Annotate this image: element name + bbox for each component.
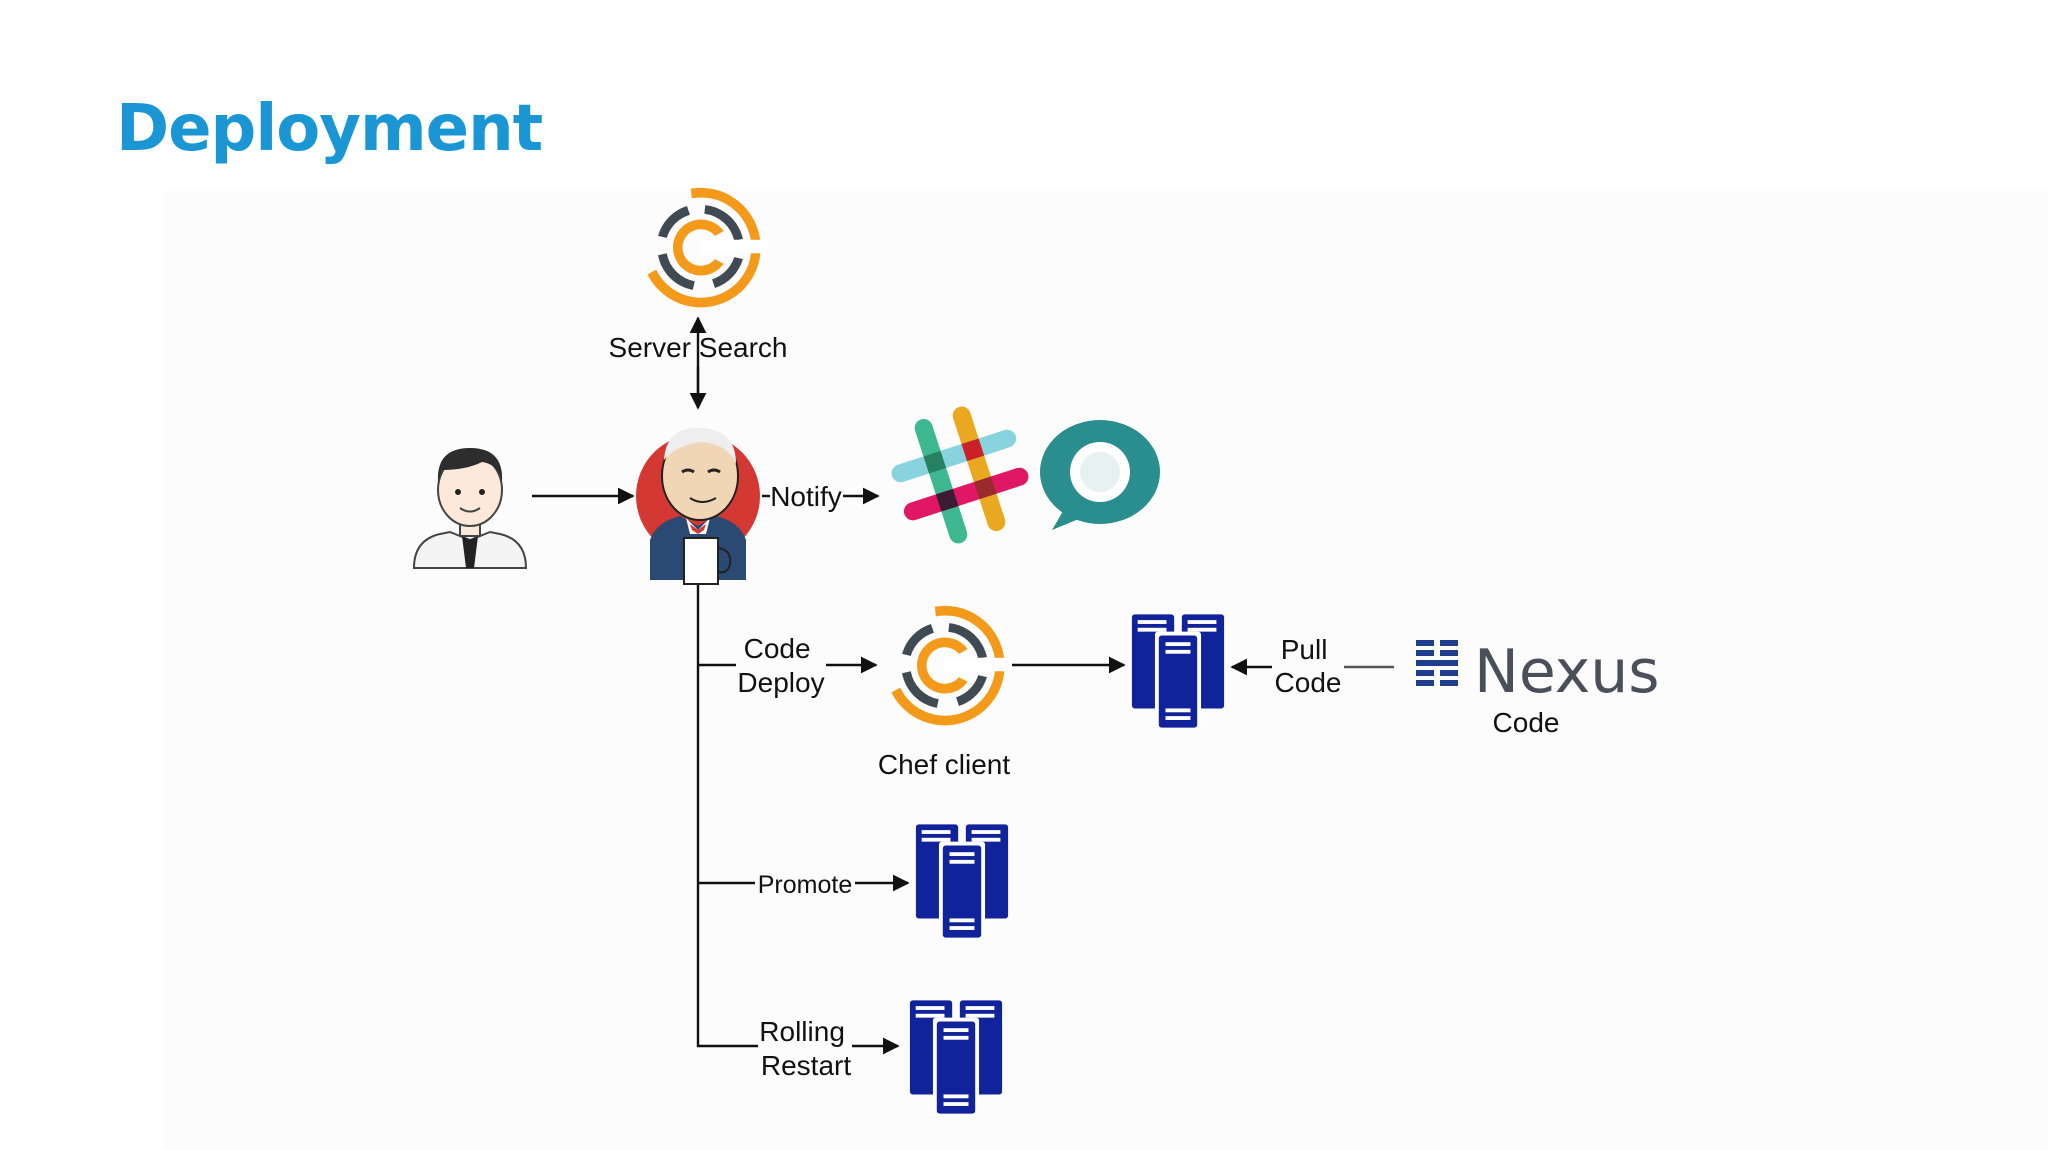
chef-logo-icon (647, 187, 768, 308)
chef-logo-icon (891, 605, 1012, 726)
chef-client-node: Chef client (878, 605, 1012, 780)
notify-label: Notify (770, 481, 842, 512)
server-search-label: Server Search (609, 332, 788, 363)
nexus-code-label: Code (1493, 707, 1560, 738)
server-cluster-icon (915, 824, 1009, 938)
pull-code-label-line1: Pull (1281, 634, 1328, 665)
pull-code-label: Pull Code (1275, 634, 1342, 698)
nexus-logo-icon (1416, 640, 1458, 686)
rolling-restart-label-line2: Restart (761, 1050, 851, 1081)
chef-client-label: Chef client (878, 749, 1011, 780)
nexus-node: Nexus Code (1416, 637, 1660, 738)
jenkins-butler-icon (636, 427, 760, 585)
code-deploy-label-line1: Code (744, 633, 811, 664)
slack-logo-icon (891, 406, 1029, 544)
promote-label: Promote (758, 871, 852, 899)
connector-lines (532, 316, 1394, 1055)
jenkins-node (636, 427, 760, 585)
nexus-wordmark: Nexus (1474, 637, 1660, 707)
server-cluster-icon (909, 1000, 1003, 1114)
pull-code-label-line2: Code (1275, 667, 1342, 698)
rolling-restart-label: Rolling Restart (759, 1016, 852, 1081)
rolling-restart-label-line1: Rolling (759, 1016, 845, 1047)
server-cluster-icon (1131, 614, 1225, 728)
slide-title: Deployment (116, 92, 543, 166)
hipchat-node (1040, 420, 1160, 530)
slack-node (891, 406, 1029, 544)
hipchat-logo-icon (1040, 420, 1160, 530)
trunk-line (696, 580, 758, 1048)
developer-node (412, 448, 528, 569)
code-deploy-label-line2: Deploy (737, 667, 824, 698)
code-deploy-label: Code Deploy (737, 633, 824, 698)
chef-server-node: Server Search (609, 187, 788, 363)
diagram-panel (164, 190, 2048, 1150)
developer-avatar-icon (412, 448, 528, 569)
